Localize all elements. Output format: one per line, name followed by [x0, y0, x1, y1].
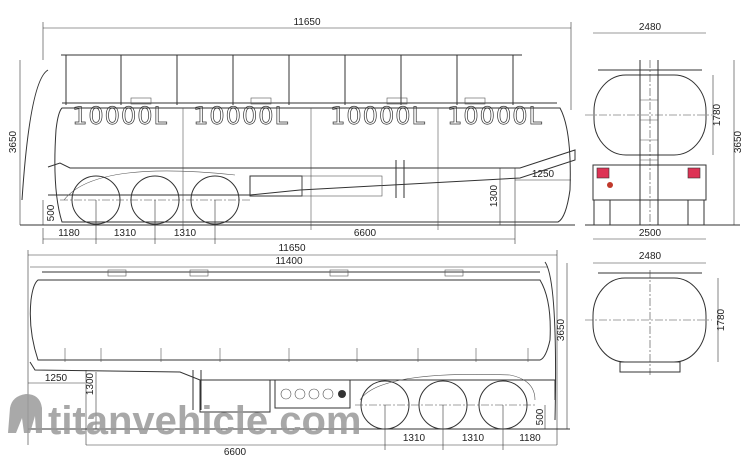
compartment-capacity: 10000L: [447, 102, 543, 130]
dim-width-top: 2480: [639, 22, 662, 33]
dim-width-bottom: 2500: [639, 228, 662, 239]
tail-lamp-icon: [596, 167, 610, 179]
manhole: [250, 97, 272, 105]
dim-height: 3650: [556, 318, 567, 341]
manhole: [130, 97, 152, 105]
handrail-posts: [65, 55, 514, 105]
dim-tank-height: 1780: [712, 103, 723, 126]
manholes: [107, 269, 464, 277]
dim-bottom: 1180: [58, 228, 80, 239]
compartment-capacity: 10000L: [72, 102, 168, 130]
chassis: [29, 361, 556, 400]
rear-wheel: [593, 199, 611, 226]
watermark: titanvehicle.com: [8, 394, 361, 443]
valve-icon: [338, 390, 346, 398]
compartment-capacity: 10000L: [193, 102, 289, 130]
dim-bottom: 1310: [114, 228, 137, 239]
dim-overall-length: 11650: [278, 243, 306, 254]
dim-king-pin-offset: 1250: [45, 373, 68, 384]
dim-tank-length: 11400: [275, 256, 303, 267]
valve-icon: [308, 388, 320, 400]
elephant-logo-icon: [8, 394, 42, 433]
dim-bottom: 1310: [174, 228, 197, 239]
dim-king-pin-offset: 1250: [532, 169, 555, 180]
rear-wheel: [687, 199, 705, 226]
dim-wheel-radius: 500: [46, 204, 57, 221]
dim-width-top: 2480: [639, 251, 662, 262]
valve-icon: [322, 388, 334, 400]
manhole: [386, 97, 408, 105]
dim-king-pin-height: 1300: [489, 184, 500, 207]
ladder-rail: [21, 69, 49, 201]
chassis: [47, 149, 576, 196]
tank-body: [29, 279, 551, 361]
rear-bumper-frame: [592, 164, 707, 201]
dim-bottom: 6600: [224, 447, 247, 456]
ladder-rail: [544, 261, 557, 421]
tail-lamp-icon: [687, 167, 701, 179]
dim-bottom: 1310: [403, 433, 426, 444]
dim-overall-length: 11650: [293, 17, 321, 28]
watermark-text: titanvehicle.com: [48, 399, 361, 443]
dim-bottom: 1180: [519, 433, 541, 444]
dim-wheel-radius: 500: [535, 408, 546, 425]
tank-brackets: [64, 348, 529, 362]
dim-king-pin-height: 1300: [85, 372, 96, 395]
valve-cabinet: [274, 379, 351, 409]
dim-bottom: 6600: [354, 228, 377, 239]
dim-tank-height: 1780: [716, 308, 727, 331]
front-view: 2480 1780: [585, 251, 727, 375]
rear-view: 2480 1780 3650 2500: [585, 22, 744, 240]
valve-icon: [294, 388, 306, 400]
bottom-side-view: 11650 11400 3: [27, 243, 570, 456]
toolbox: [249, 175, 303, 197]
valve-icon: [280, 388, 292, 400]
top-side-view: 11650 10000L 10000L 10000L 10000L: [8, 17, 576, 244]
dim-height: 3650: [8, 130, 19, 153]
tank-body: [54, 107, 571, 223]
reflector-icon: [607, 182, 613, 188]
compartment-capacity: 10000L: [330, 102, 426, 130]
dim-bottom: 1310: [462, 433, 485, 444]
dim-height: 3650: [733, 130, 744, 153]
manhole: [464, 97, 486, 105]
